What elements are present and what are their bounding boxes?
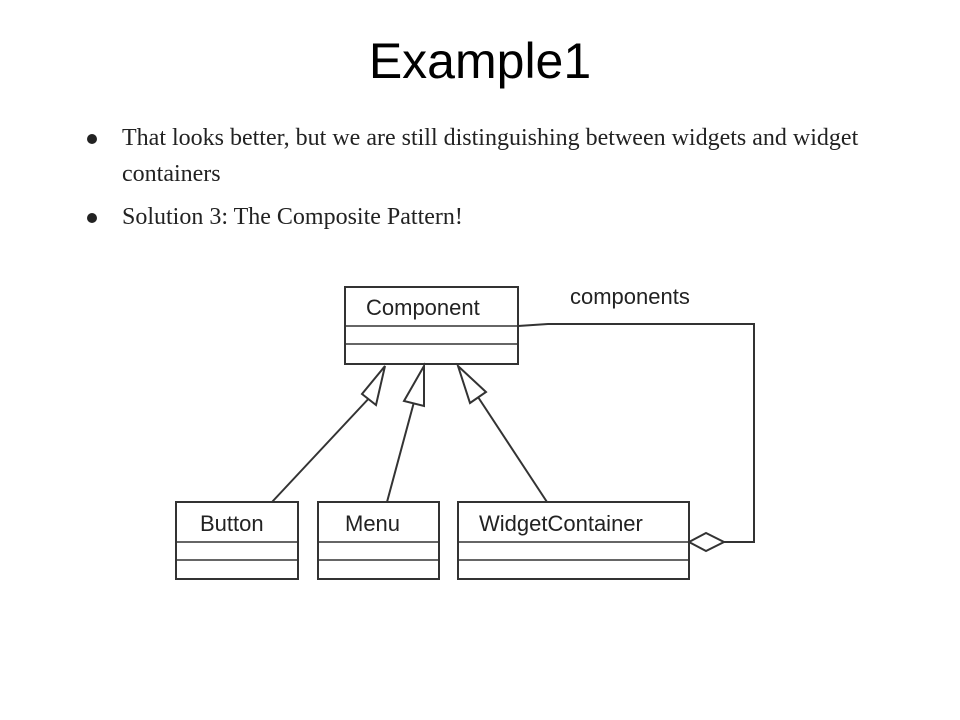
bullet-item: Solution 3: The Composite Pattern! (87, 199, 912, 235)
class-component: Component (344, 286, 519, 365)
inheritance-arrow-icon (402, 362, 425, 408)
bullet-text: Solution 3: The Composite Pattern! (122, 204, 463, 230)
class-box (457, 501, 690, 580)
aggregation-components: components (517, 284, 755, 553)
class-name: Menu (345, 511, 400, 536)
class-box (175, 501, 299, 580)
association-line (517, 323, 755, 543)
class-button: Button (175, 501, 299, 580)
class-name: Component (366, 295, 480, 320)
class-widget-container: WidgetContainer (457, 501, 690, 580)
generalization-line (271, 394, 373, 503)
generalization-button-component (271, 365, 386, 503)
generalization-line (386, 401, 415, 503)
inheritance-arrow-icon (360, 365, 386, 407)
class-name: WidgetContainer (479, 511, 643, 536)
bullet-item: That looks better, but we are still dist… (87, 120, 912, 192)
class-box (317, 501, 440, 580)
bullet-text: That looks better, but we are still dist… (122, 125, 859, 187)
generalization-line (477, 396, 548, 503)
slide-title: Example1 (368, 33, 592, 89)
aggregation-diamond-icon (686, 531, 727, 553)
association-label: components (570, 284, 690, 309)
bullet-dot-icon (87, 134, 97, 144)
bullet-dot-icon (87, 213, 97, 223)
class-menu: Menu (317, 501, 440, 580)
inheritance-arrow-icon (455, 362, 488, 405)
generalization-widgetcontainer-component (455, 362, 548, 503)
generalization-menu-component (386, 362, 425, 503)
class-name: Button (200, 511, 264, 536)
